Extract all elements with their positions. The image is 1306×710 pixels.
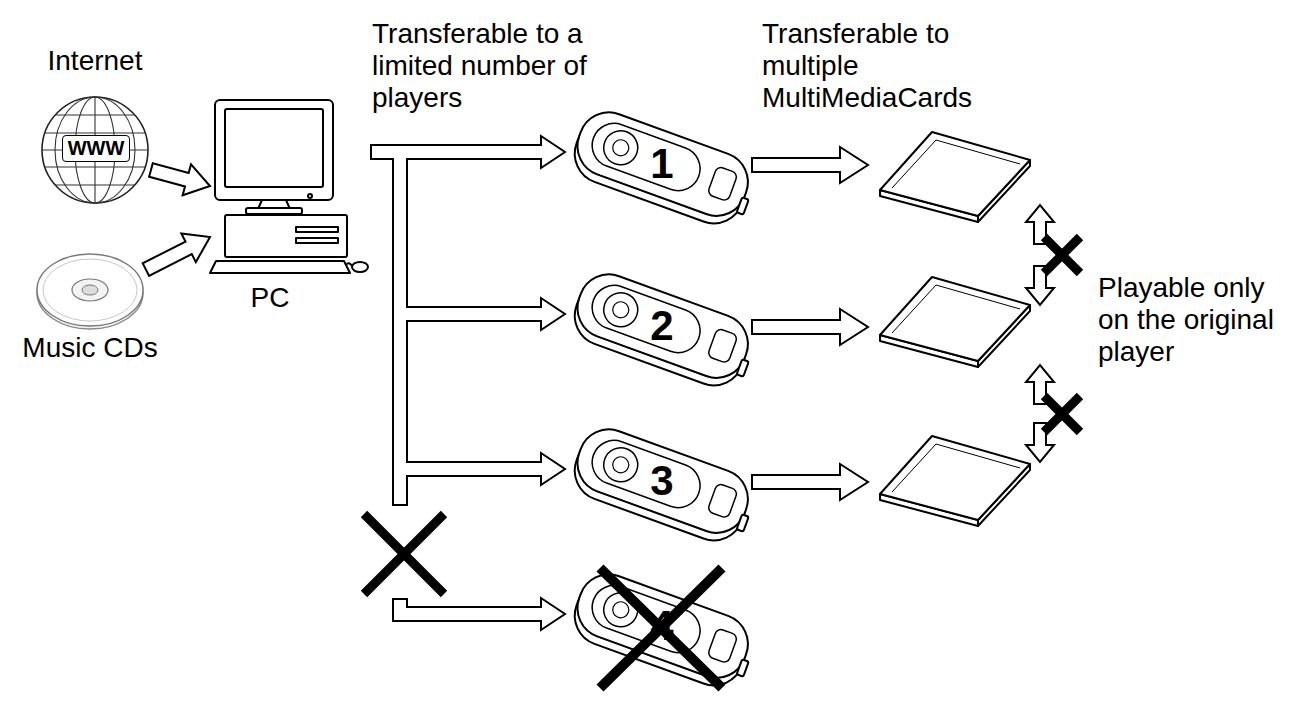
- globe-text: WWW: [62, 135, 130, 162]
- callout-number: 2: [637, 302, 687, 350]
- memory-card: [880, 436, 1030, 526]
- player-device: 1: [565, 100, 760, 230]
- memory-card: [880, 132, 1030, 222]
- note-label: Playable only on the original player: [1098, 272, 1288, 369]
- connector-fill: [147, 246, 191, 269]
- note-label: Transferable to multiple MultiMediaCards: [762, 18, 987, 115]
- player-device: 4: [565, 562, 760, 692]
- arrowhead: [541, 453, 565, 485]
- connector-fill: [372, 152, 544, 614]
- arrowhead: [541, 598, 565, 630]
- callout-number: 4: [637, 602, 687, 650]
- connector-fill-layer: [147, 152, 544, 614]
- connector-fill: [152, 170, 190, 180]
- blocked-mark: [600, 568, 722, 688]
- player-device: 3: [565, 417, 760, 547]
- blocked-mark: [364, 514, 444, 594]
- transfer-arrow: [752, 147, 868, 500]
- connector-outline-layer: [145, 152, 541, 614]
- blocked-mark: [1044, 237, 1080, 432]
- bus-end: [392, 598, 408, 600]
- player-device: 2: [565, 262, 760, 392]
- callout-number: 1: [637, 140, 687, 188]
- internet-globe: InternetWWW: [40, 95, 150, 205]
- music-cd-shape: [35, 250, 145, 330]
- callout-number: 3: [637, 457, 687, 505]
- arrowhead: [541, 298, 565, 330]
- pc-computer: PC: [210, 95, 370, 277]
- memory-card: [880, 277, 1030, 367]
- note-label: Transferable to a limited number of play…: [372, 18, 597, 115]
- bus-end: [392, 504, 408, 506]
- device-label: PC: [230, 282, 310, 314]
- source-label: Music CDs: [0, 332, 180, 364]
- source-label: Internet: [25, 45, 165, 77]
- pc-computer-shape: [210, 95, 370, 277]
- bus-gap: [390, 506, 410, 599]
- arrowhead-layer: [181, 136, 565, 630]
- copy-arrow: [1026, 205, 1054, 462]
- arrowhead: [541, 136, 565, 168]
- music-cd: Music CDs: [35, 250, 145, 330]
